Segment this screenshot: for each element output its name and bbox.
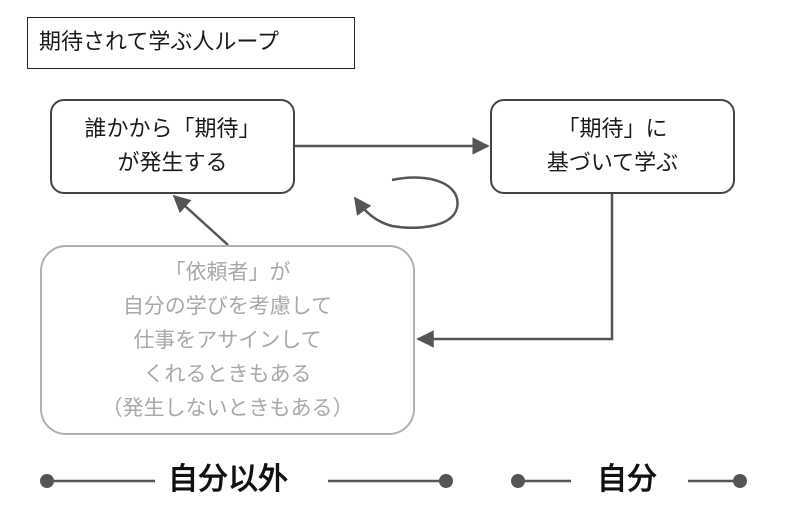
arrow-requester-to-expect (172, 194, 229, 246)
node-expectation-line-2: が発生する (117, 150, 228, 176)
node-requester-line-4: くれるときもある (143, 362, 312, 386)
node-requester-line-2: 自分の学びを考慮して (122, 294, 333, 318)
node-expectation-line-1: 誰かから「期待」 (84, 116, 261, 142)
node-requester: 「依頼者」が 自分の学びを考慮して 仕事をアサインして くれるときもある （発生… (40, 245, 415, 435)
axis-others-dot-right (439, 474, 453, 488)
arrow-learn-to-requester (416, 194, 614, 348)
axis-label-others: 自分以外 (168, 462, 288, 497)
loop-curl-arrow (353, 176, 459, 229)
axis-self-dot-right (733, 474, 747, 488)
node-learning-line-2: 基づいて学ぶ (546, 150, 679, 176)
axis-others-dot-left (40, 474, 54, 488)
axis-self-dot-left (511, 474, 525, 488)
node-learning-line-1: 「期待」に (557, 116, 668, 142)
axis-label-self: 自分 (597, 462, 657, 497)
diagram-title: 期待されて学ぶ人ループ (27, 17, 355, 69)
node-expectation: 誰かから「期待」 が発生する (50, 99, 295, 194)
node-requester-line-3: 仕事をアサインして (133, 328, 322, 352)
node-requester-line-1: 「依頼者」が (164, 260, 291, 284)
node-requester-line-5: （発生しないときもある） (101, 396, 354, 420)
node-learning: 「期待」に 基づいて学ぶ (490, 99, 735, 194)
